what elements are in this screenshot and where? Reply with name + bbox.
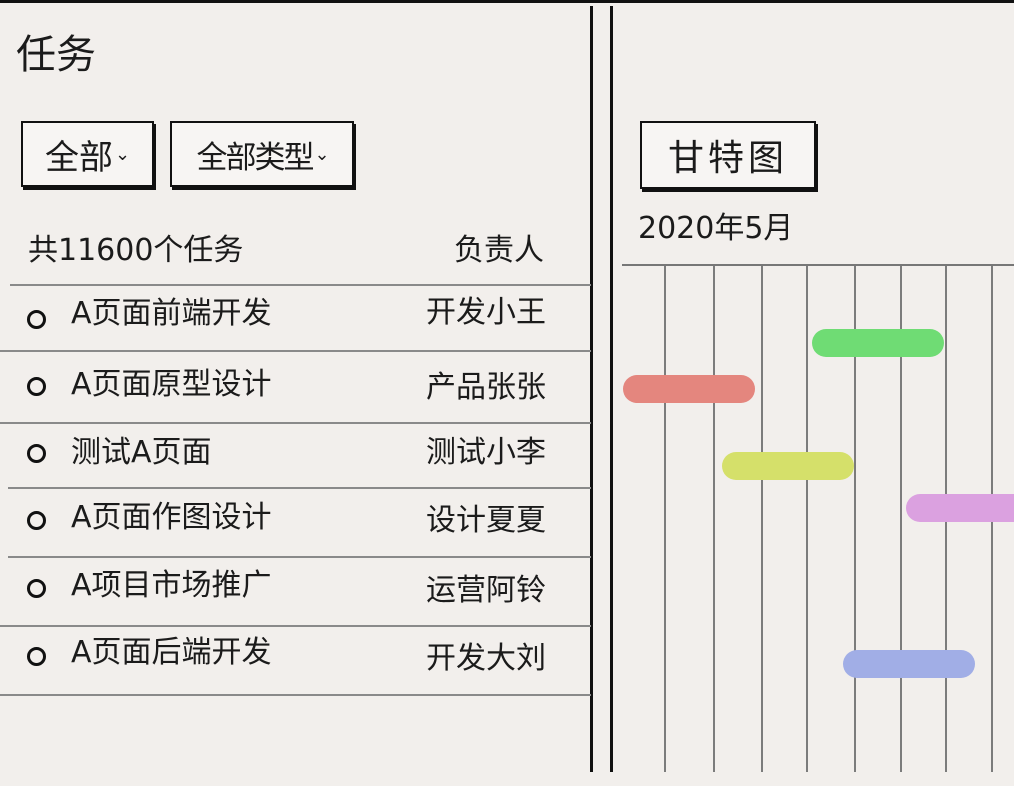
task-name: A页面前端开发 bbox=[71, 296, 272, 331]
row-divider bbox=[0, 694, 591, 696]
radio-circle-icon[interactable] bbox=[27, 579, 46, 598]
panel-divider-right[interactable] bbox=[610, 6, 613, 772]
chevron-down-icon: ⌄ bbox=[314, 143, 329, 165]
gantt-grid-line bbox=[761, 266, 763, 772]
gantt-grid-line bbox=[806, 266, 808, 772]
row-divider bbox=[10, 284, 591, 286]
radio-circle-icon[interactable] bbox=[27, 310, 46, 329]
task-row[interactable]: A页面前端开发 开发小王 bbox=[0, 286, 591, 346]
radio-circle-icon[interactable] bbox=[27, 377, 46, 396]
type-filter-value: 全部类型 bbox=[196, 139, 314, 176]
task-owner: 设计夏夏 bbox=[426, 503, 546, 538]
radio-circle-icon[interactable] bbox=[27, 511, 46, 530]
radio-circle-icon[interactable] bbox=[27, 647, 46, 666]
task-owner: 运营阿铃 bbox=[426, 573, 546, 608]
task-name: A页面后端开发 bbox=[71, 635, 272, 670]
task-row[interactable]: A页面后端开发 开发大刘 bbox=[0, 630, 591, 690]
gantt-header-line bbox=[622, 264, 1014, 266]
gantt-bar[interactable] bbox=[843, 650, 975, 678]
gantt-grid-line bbox=[854, 266, 856, 772]
type-filter-dropdown[interactable]: 全部类型 ⌄ bbox=[170, 121, 354, 187]
status-filter-value: 全部 bbox=[44, 137, 113, 178]
gantt-bar[interactable] bbox=[906, 494, 1014, 522]
gantt-grid-line bbox=[664, 266, 666, 772]
radio-circle-icon[interactable] bbox=[27, 444, 46, 463]
chevron-down-icon: ⌄ bbox=[114, 143, 131, 165]
task-name: A项目市场推广 bbox=[71, 568, 272, 603]
row-divider bbox=[8, 556, 591, 558]
row-divider bbox=[0, 625, 591, 627]
task-name: 测试A页面 bbox=[71, 435, 212, 470]
task-row[interactable]: A页面作图设计 设计夏夏 bbox=[0, 492, 591, 552]
task-row[interactable]: A项目市场推广 运营阿铃 bbox=[0, 562, 591, 622]
gantt-month-label: 2020年5月 bbox=[638, 211, 794, 246]
task-row[interactable]: 测试A页面 测试小李 bbox=[0, 426, 591, 486]
gantt-bar[interactable] bbox=[722, 452, 854, 480]
row-divider bbox=[0, 422, 591, 424]
gantt-grid-line bbox=[900, 266, 902, 772]
gantt-grid-line bbox=[713, 266, 715, 772]
task-name: A页面原型设计 bbox=[71, 367, 272, 402]
gantt-bar[interactable] bbox=[623, 375, 755, 403]
task-owner: 开发大刘 bbox=[426, 641, 546, 676]
status-filter-dropdown[interactable]: 全部 ⌄ bbox=[21, 121, 154, 187]
top-border bbox=[0, 0, 1014, 3]
task-owner: 开发小王 bbox=[426, 295, 546, 330]
task-row[interactable]: A页面原型设计 产品张张 bbox=[0, 356, 591, 416]
gantt-timeline bbox=[614, 264, 1014, 772]
panel-divider-left[interactable] bbox=[590, 6, 593, 772]
owner-column-header: 负责人 bbox=[454, 233, 544, 268]
task-count: 共11600个任务 bbox=[28, 233, 244, 268]
gantt-chart-button[interactable]: 甘特图 bbox=[640, 121, 816, 189]
task-owner: 测试小李 bbox=[426, 435, 546, 470]
row-divider bbox=[0, 350, 591, 352]
row-divider bbox=[8, 487, 591, 489]
task-owner: 产品张张 bbox=[426, 370, 546, 405]
gantt-bar[interactable] bbox=[812, 329, 944, 357]
page-title: 任务 bbox=[16, 32, 96, 78]
task-name: A页面作图设计 bbox=[71, 500, 272, 535]
task-list: A页面前端开发 开发小王 A页面原型设计 产品张张 测试A页面 测试小李 A页面… bbox=[0, 284, 591, 698]
